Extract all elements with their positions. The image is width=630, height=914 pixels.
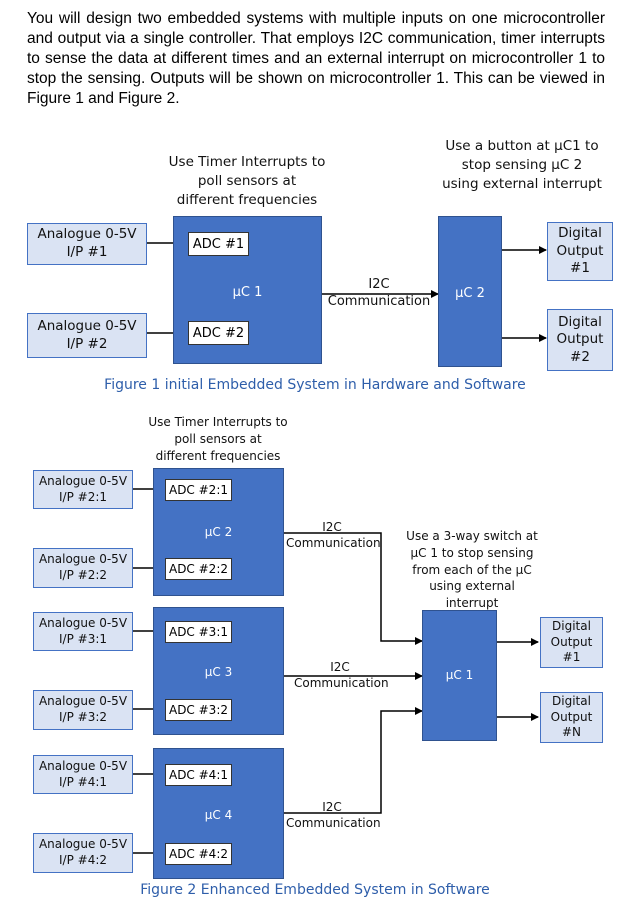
- fig1-analogue-input-1: Analogue 0-5V I/P #1: [27, 223, 147, 265]
- fig2-i2c-label-uc4: I2C Communication: [286, 800, 381, 830]
- fig2-uc3-label: µC 3: [204, 665, 233, 679]
- fig2-adc-3-1: ADC #3:1: [165, 621, 232, 643]
- fig2-timer-note: Use Timer Interrupts to poll sensors at …: [148, 415, 288, 463]
- fig2-adc-3-2: ADC #3:2: [165, 699, 232, 721]
- fig2-digital-output-n: Digital Output #N: [540, 692, 603, 743]
- fig1-i2c-label: I2C Communication: [327, 277, 431, 309]
- fig1-button-note: Use a button at µC1 to stop sensing µC 2…: [442, 138, 602, 192]
- fig1-analogue-input-2: Analogue 0-5V I/P #2: [27, 313, 147, 358]
- fig2-adc-4-1: ADC #4:1: [165, 764, 232, 786]
- fig2-digital-output-1: Digital Output #1: [540, 617, 603, 668]
- fig2-uc1-label: µC 1: [445, 668, 474, 682]
- fig1-adc-1: ADC #1: [188, 232, 249, 256]
- fig2-switch-note: Use a 3-way switch at µC 1 to stop sensi…: [406, 529, 538, 611]
- fig2-adc-2-2: ADC #2:2: [165, 558, 232, 580]
- fig1-digital-output-2: Digital Output #2: [547, 309, 613, 371]
- fig2-analogue-input-3-1: Analogue 0-5V I/P #3:1: [33, 612, 133, 651]
- fig2-uc4-label: µC 4: [204, 808, 233, 822]
- fig1-caption: Figure 1 initial Embedded System in Hard…: [104, 377, 526, 393]
- fig2-i2c-label-uc3: I2C Communication: [294, 660, 389, 690]
- fig1-uc2-label: µC 2: [455, 286, 485, 301]
- fig2-adc-2-1: ADC #2:1: [165, 479, 232, 501]
- fig2-adc-4-2: ADC #4:2: [165, 843, 232, 865]
- fig1-microcontroller-2: [438, 216, 502, 367]
- fig1-uc1-label: µC 1: [232, 285, 263, 300]
- fig2-analogue-input-4-2: Analogue 0-5V I/P #4:2: [33, 833, 133, 873]
- fig2-analogue-input-3-2: Analogue 0-5V I/P #3:2: [33, 690, 133, 730]
- fig2-caption: Figure 2 Enhanced Embedded System in Sof…: [140, 882, 490, 898]
- intro-paragraph: You will design two embedded systems wit…: [27, 10, 605, 107]
- fig2-analogue-input-2-2: Analogue 0-5V I/P #2:2: [33, 548, 133, 588]
- fig1-adc-2: ADC #2: [188, 321, 249, 345]
- fig2-analogue-input-4-1: Analogue 0-5V I/P #4:1: [33, 755, 133, 794]
- fig2-microcontroller-1: [422, 610, 497, 741]
- fig1-digital-output-1: Digital Output #1: [547, 222, 613, 281]
- fig1-timer-note: Use Timer Interrupts to poll sensors at …: [168, 154, 326, 208]
- fig2-analogue-input-2-1: Analogue 0-5V I/P #2:1: [33, 470, 133, 509]
- fig2-uc2-label: µC 2: [204, 525, 233, 539]
- fig2-i2c-label-uc2: I2C Communication: [286, 520, 381, 550]
